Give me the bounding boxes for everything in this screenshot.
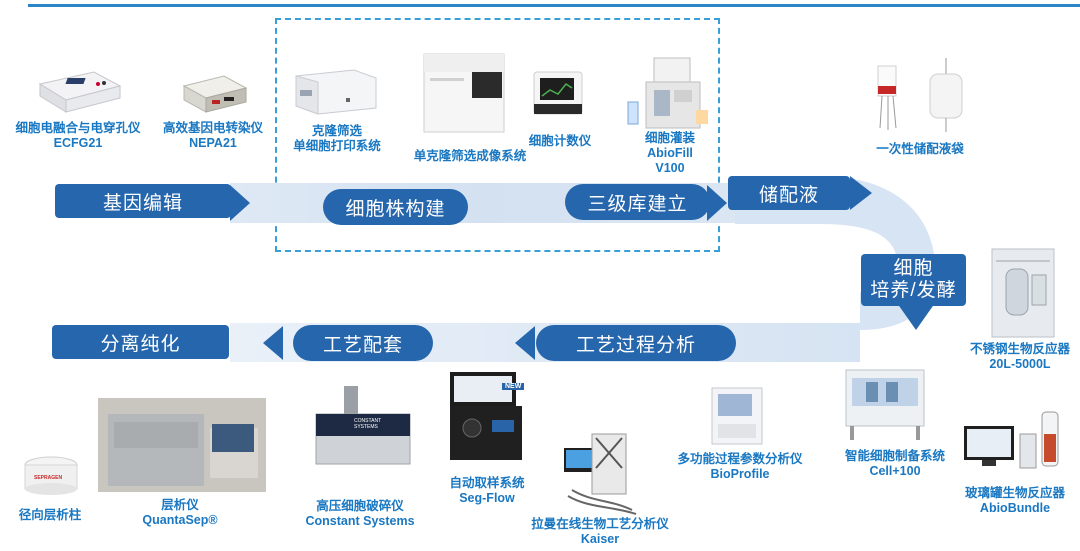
top-rule [28,4,1080,7]
constant-brand-line2: SYSTEMS [354,424,378,430]
single-use-bag-image [877,58,963,132]
constant-name: 高压细胞破碎仪 [316,499,404,513]
bioprofile-name: 多功能过程参数分析仪 [677,452,803,466]
single-use-bag-name: 一次性储配液袋 [876,142,964,156]
segflow-caption: 自动取样系统 Seg-Flow [432,476,542,506]
arrow-head-5 [515,326,535,360]
arrow-head-4 [897,303,935,330]
nepa21-caption: 高效基因电转染仪 NEPA21 [158,121,268,151]
ecfg21-name: 细胞电融合与电穿孔仪 [15,121,141,135]
abiofill-model1: AbioFill [647,146,693,160]
cell100-system-image [845,369,925,440]
bioprofile-model: BioProfile [710,467,770,481]
single-use-bag-caption: 一次性储配液袋 [860,142,980,157]
arrow-head-3 [850,176,872,210]
bioprofile-analyzer-image [711,387,763,445]
radial-column-image: SEPRAGEN [22,456,80,496]
quantasep-model: QuantaSep® [142,513,218,527]
glass-bioreactor-caption: 玻璃罐生物反应器 AbioBundle [955,486,1075,516]
clone-imaging-system-image [423,53,505,133]
kaiser-model: Kaiser [580,532,620,546]
arrow-head-6 [263,326,283,360]
stage-process-analysis: 工艺过程分析 [536,325,736,361]
kaiser-caption: 拉曼在线生物工艺分析仪 Kaiser [530,517,670,547]
segflow-sampler-image: NEW [448,370,528,462]
ecfg21-device-image [38,71,122,113]
radial-column-caption: 径向层析柱 [0,508,100,523]
stage-cell-culture: 细胞 培养/发酵 [861,254,966,306]
clone-printer-caption: 克隆筛选 单细胞打印系统 [282,124,392,154]
stage-cell-bank: 三级库建立 [565,184,710,220]
abiofill-caption: 细胞灌装 AbioFill V100 [625,131,715,176]
cell100-name: 智能细胞制备系统 [844,449,945,463]
clone-printer-name1: 克隆筛选 [311,124,362,138]
ecfg21-caption: 细胞电融合与电穿孔仪 ECFG21 [8,121,148,151]
stage-cell-culture-line2: 培养/发酵 [870,280,957,301]
nepa21-name: 高效基因电转染仪 [162,121,263,135]
constant-brand-line1: CONSTANT [354,418,382,424]
arrow-head-2 [707,185,727,221]
radial-column-name: 径向层析柱 [18,508,82,522]
cell-counter-caption: 细胞计数仪 [520,134,600,149]
segflow-name: 自动取样系统 [449,476,525,490]
glass-bioreactor-image [964,411,1059,469]
clone-imaging-name: 单克隆筛选成像系统 [413,149,527,163]
constant-systems-disruptor-image: CONSTANT SYSTEMS [312,384,412,468]
glass-bioreactor-name: 玻璃罐生物反应器 [964,486,1065,500]
cell100-model: Cell+100 [869,464,921,478]
stainless-bioreactor-caption: 不锈钢生物反应器 20L-5000L [960,342,1080,372]
stage-gene-editing: 基因编辑 [55,184,231,218]
quantasep-caption: 层析仪 QuantaSep® [120,498,240,528]
segflow-model: Seg-Flow [459,491,515,505]
abiofill-device-image [627,57,708,129]
quantasep-chromatography-image [98,398,266,492]
nepa21-device-image [182,75,248,113]
quantasep-name: 层析仪 [161,498,199,512]
ecfg21-model: ECFG21 [53,136,103,150]
stage-cell-line-construction: 细胞株构建 [323,189,468,225]
nepa21-model: NEPA21 [189,136,237,150]
arrow-head-1 [230,185,250,221]
abiofill-model2: V100 [655,161,685,175]
cell-counter-image [533,71,583,115]
cell100-caption: 智能细胞制备系统 Cell+100 [830,449,960,479]
single-cell-printer-image [295,69,377,115]
stage-process-support: 工艺配套 [293,325,433,361]
radial-column-brand: SEPRAGEN [34,475,63,481]
stainless-bioreactor-name: 不锈钢生物反应器 [969,342,1070,356]
glass-bioreactor-model: AbioBundle [979,501,1051,515]
cell-line-group-frame [275,18,720,252]
stage-cell-culture-line1: 细胞 [893,258,934,279]
bioprofile-caption: 多功能过程参数分析仪 BioProfile [670,452,810,482]
kaiser-name: 拉曼在线生物工艺分析仪 [531,517,669,531]
clone-imaging-caption: 单克隆筛选成像系统 [405,149,535,164]
stainless-bioreactor-model: 20L-5000L [989,357,1051,371]
segflow-new-badge: NEW [502,383,525,390]
abiofill-name: 细胞灌装 [644,131,695,145]
kaiser-raman-analyzer-image [564,433,637,515]
stage-media-prep: 储配液 [728,176,850,210]
stainless-bioreactor-image [991,248,1055,338]
constant-caption: 高压细胞破碎仪 Constant Systems [300,499,420,529]
constant-model: Constant Systems [305,514,415,528]
stage-purification: 分离纯化 [52,325,229,359]
cell-counter-name: 细胞计数仪 [528,134,592,148]
clone-printer-name2: 单细胞打印系统 [293,139,381,153]
